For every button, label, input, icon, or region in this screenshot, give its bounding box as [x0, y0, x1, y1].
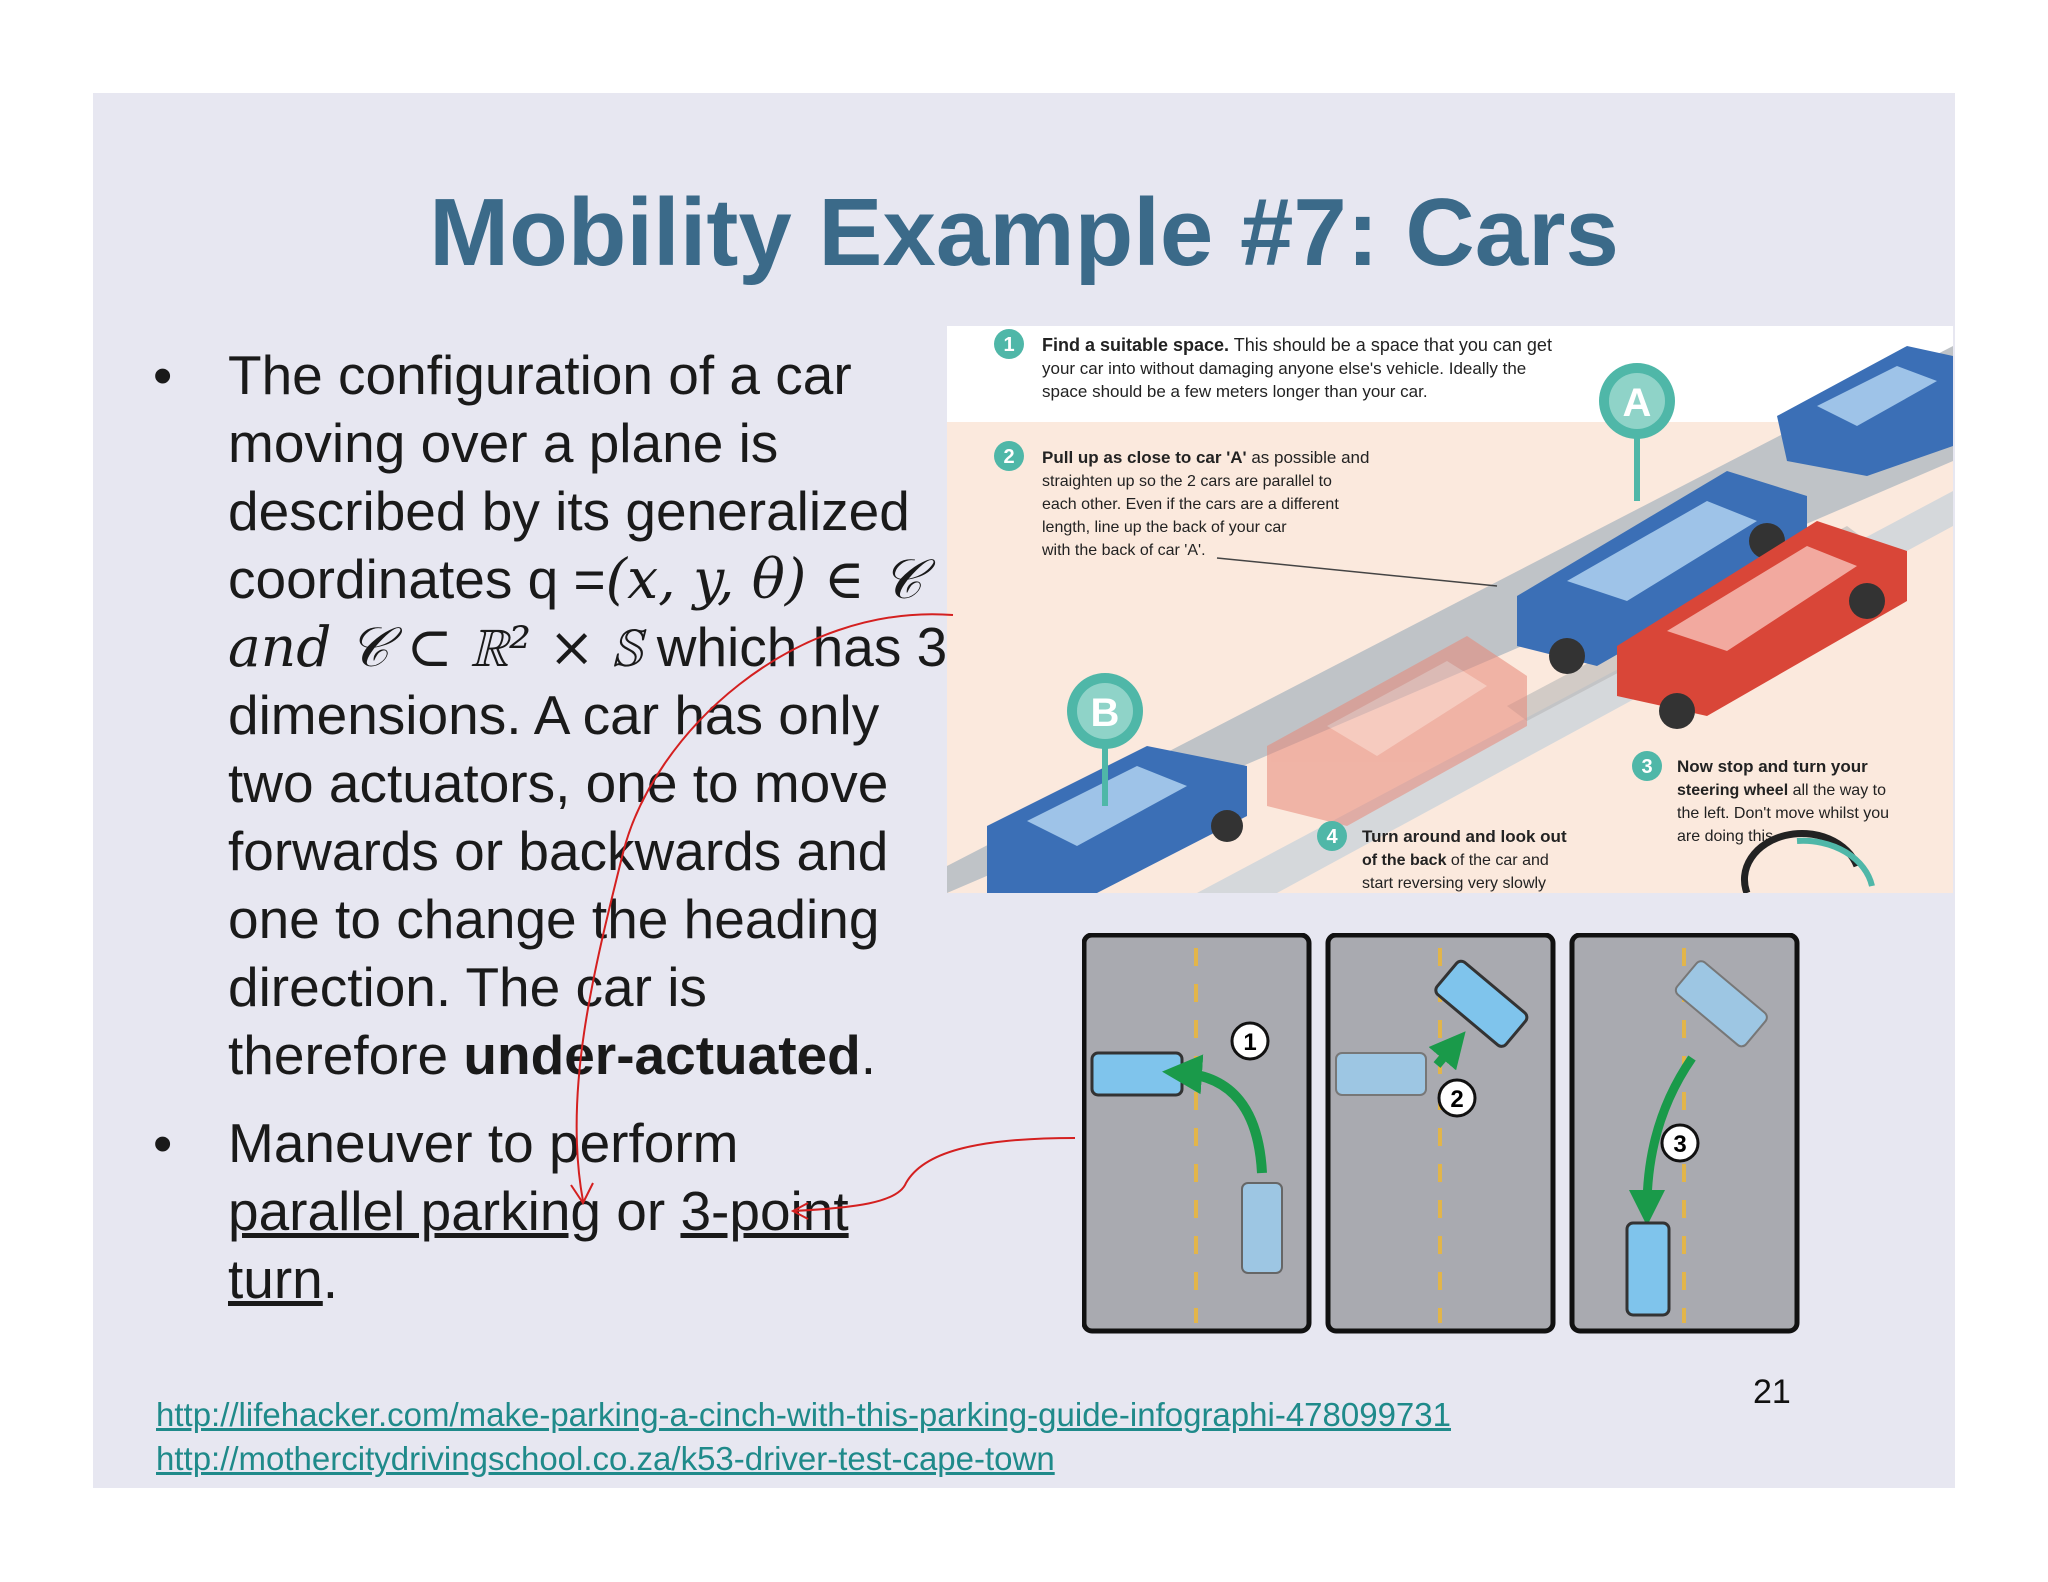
- marker-a-label: A: [1623, 381, 1652, 425]
- blue-car-parked: [1777, 346, 1953, 476]
- svg-text:each other. Even if the cars a: each other. Even if the cars are a diffe…: [1042, 496, 1339, 513]
- svg-text:steering wheel all the way to: steering wheel all the way to: [1677, 782, 1886, 799]
- bullet-dot: •: [153, 1112, 173, 1174]
- step-label-1: 1: [1243, 1029, 1256, 1056]
- blue-car-a: [1517, 471, 1807, 674]
- period: .: [860, 1024, 876, 1086]
- turn-panel-2: 2: [1325, 933, 1556, 1334]
- marker-b-label: B: [1091, 691, 1120, 735]
- turn-panel-1: 1: [1082, 933, 1312, 1334]
- line: which has 3: [641, 616, 948, 678]
- svg-text:Now stop and turn your: Now stop and turn your: [1677, 757, 1868, 776]
- svg-text:your car into without damaging: your car into without damaging anyone el…: [1042, 359, 1526, 378]
- svg-text:start reversing very slowly: start reversing very slowly: [1362, 875, 1546, 892]
- or-text: or: [601, 1180, 681, 1242]
- line: coordinates q =: [228, 548, 606, 610]
- svg-text:length, line up the back of yo: length, line up the back of your car: [1042, 519, 1287, 536]
- line: Maneuver to perform: [228, 1112, 739, 1174]
- svg-text:the left. Don't move whilst yo: the left. Don't move whilst you: [1677, 805, 1889, 822]
- source-links: http://lifehacker.com/make-parking-a-cin…: [156, 1393, 1451, 1481]
- line: dimensions. A car has only: [228, 684, 880, 746]
- step-label-3: 3: [1673, 1131, 1686, 1158]
- three-point-turn-diagram: 1 2 3: [1082, 933, 1800, 1334]
- slide-title: Mobility Example #7: Cars: [429, 179, 1619, 286]
- period: .: [322, 1248, 339, 1310]
- svg-text:3: 3: [1641, 756, 1652, 778]
- math-config: (x, y, θ) ∈ 𝒞: [605, 547, 923, 611]
- source-link-mothercity[interactable]: http://mothercitydrivingschool.co.za/k53…: [156, 1440, 1055, 1477]
- emphasis-under-actuated: under-actuated: [463, 1024, 861, 1086]
- parallel-parking-link[interactable]: parallel parking: [228, 1180, 601, 1242]
- red-car: [1617, 521, 1907, 729]
- svg-text:1: 1: [1003, 334, 1014, 356]
- turn-panel-3: 3: [1569, 933, 1800, 1334]
- bullet-dot: •: [153, 344, 173, 406]
- parallel-parking-infographic: A B 1 Find a suitable space. This should…: [947, 326, 1953, 893]
- line: direction. The car is: [228, 956, 707, 1018]
- bullet-2-text: Maneuver to perform parallel parking or …: [228, 1109, 948, 1313]
- line: The configuration of a car: [228, 344, 852, 406]
- svg-text:with the back of car 'A'.: with the back of car 'A'.: [1041, 542, 1206, 559]
- page-number: 21: [1753, 1373, 1791, 1411]
- line: forwards or backwards and: [228, 820, 889, 882]
- svg-text:Turn around and look out: Turn around and look out: [1362, 827, 1567, 846]
- svg-text:4: 4: [1326, 826, 1338, 848]
- source-link-lifehacker[interactable]: http://lifehacker.com/make-parking-a-cin…: [156, 1396, 1451, 1433]
- svg-text:are doing this.: are doing this.: [1677, 828, 1778, 845]
- svg-text:Find a suitable space. This sh: Find a suitable space. This should be a …: [1042, 335, 1552, 355]
- marker-a: A: [1599, 363, 1675, 501]
- three-point-turn-link[interactable]: 3-point: [680, 1180, 849, 1242]
- line: one to change the heading: [228, 888, 880, 950]
- svg-text:Pull up as close to car 'A' as: Pull up as close to car 'A' as possible …: [1042, 448, 1369, 467]
- line: therefore: [228, 1024, 464, 1086]
- step-1: 1 Find a suitable space. This should be …: [994, 329, 1552, 401]
- slide: Mobility Example #7: Cars • The configur…: [93, 93, 1955, 1488]
- line: described by its generalized: [228, 480, 910, 542]
- marker-b: B: [1067, 673, 1143, 806]
- step-3: 3 Now stop and turn your steering wheel …: [1632, 751, 1889, 893]
- step-4: 4 Turn around and look out of the back o…: [1317, 821, 1567, 892]
- svg-text:straighten up so the 2 cars ar: straighten up so the 2 cars are parallel…: [1042, 473, 1332, 490]
- svg-text:space should be a few meters l: space should be a few meters longer than…: [1042, 382, 1428, 401]
- ghost-car: [1267, 636, 1527, 826]
- line: moving over a plane is: [228, 412, 779, 474]
- bullet-1-text: The configuration of a car moving over a…: [228, 341, 948, 1089]
- svg-text:of the back of the car and: of the back of the car and: [1362, 852, 1549, 869]
- math-space: and 𝒞 ⊂ ℝ² × 𝕊: [228, 615, 642, 679]
- svg-text:2: 2: [1003, 446, 1014, 468]
- line: two actuators, one to move: [228, 752, 889, 814]
- turn-link[interactable]: turn: [228, 1248, 323, 1310]
- step-2: 2 Pull up as close to car 'A' as possibl…: [994, 441, 1498, 587]
- step-label-2: 2: [1450, 1086, 1463, 1113]
